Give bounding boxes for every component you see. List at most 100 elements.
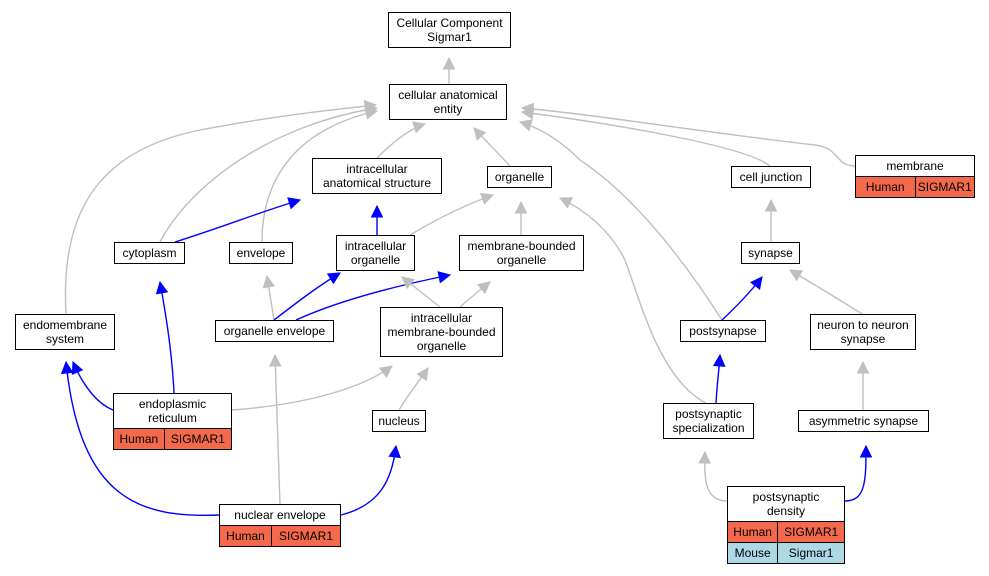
- arrowhead: [401, 276, 415, 290]
- node-label: organelle: [416, 339, 467, 353]
- edge-asym-to-n2n: [856, 360, 870, 410]
- node-label: envelope: [236, 246, 286, 260]
- arrowhead: [480, 192, 495, 205]
- arrowhead: [789, 269, 804, 282]
- node-endomembrane-system[interactable]: endomembrane system: [15, 314, 115, 350]
- node-label: organelle: [494, 170, 545, 184]
- annotation-row-human[interactable]: Human SIGMAR1: [726, 521, 845, 543]
- edge-cytoplasm-to-ias: [174, 197, 302, 243]
- edge-cae-to-root: [442, 56, 456, 84]
- node-neuron-to-neuron-synapse[interactable]: neuron to neuron synapse: [810, 314, 916, 350]
- edge-ps_spec-to-organelle: [558, 197, 707, 404]
- arrowhead: [477, 281, 491, 295]
- node-label: nuclear envelope: [234, 508, 326, 522]
- node-label: entity: [433, 102, 463, 116]
- arrowhead: [856, 360, 870, 374]
- node-organelle-envelope[interactable]: organelle envelope: [215, 320, 334, 342]
- node-endoplasmic-reticulum[interactable]: endoplasmic reticulum: [113, 393, 232, 429]
- node-label: anatomical structure: [322, 176, 432, 190]
- node-cellular-anatomical-entity[interactable]: cellular anatomical entity: [389, 84, 507, 120]
- arrowhead: [442, 56, 456, 70]
- arrowhead: [859, 444, 873, 458]
- node-intracellular-anatomical-structure[interactable]: intracellular anatomical structure: [312, 158, 442, 194]
- edge-membrane-to-cae: [520, 102, 856, 167]
- node-label: cell junction: [739, 170, 803, 184]
- gene-cell: SIGMAR1: [914, 176, 975, 198]
- edge-org_env-to-mbo: [295, 271, 452, 321]
- edge-er-to-imbo: [231, 365, 393, 411]
- node-label: specialization: [672, 421, 745, 435]
- node-postsynaptic-density[interactable]: postsynaptic density: [727, 486, 845, 522]
- node-label: density: [766, 504, 806, 518]
- edge-imbo-to-intra_org: [401, 276, 441, 308]
- node-label: postsynaptic: [752, 490, 820, 504]
- node-intracellular-membrane-bounded-organelle[interactable]: intracellular membrane-bounded organelle: [380, 307, 503, 357]
- node-label: endoplasmic: [138, 397, 207, 411]
- arrowhead: [412, 121, 427, 134]
- species-cell: Mouse: [726, 542, 779, 564]
- annotation-row-human[interactable]: Human SIGMAR1: [855, 176, 975, 198]
- gene-cell: SIGMAR1: [271, 525, 341, 547]
- arrowhead: [437, 271, 452, 284]
- edge-ps_spec-to-postsynapse: [712, 353, 726, 404]
- edge-organelle-to-cae: [473, 127, 511, 167]
- node-postsynapse[interactable]: postsynapse: [680, 320, 766, 342]
- arrowhead: [262, 274, 276, 289]
- node-label: postsynapse: [689, 324, 757, 338]
- annotation-row-human[interactable]: Human SIGMAR1: [113, 428, 233, 450]
- edge-nucleus-to-imbo: [398, 367, 429, 411]
- edge-n2n-to-synapse: [789, 269, 863, 315]
- arrowhead: [712, 353, 726, 367]
- edge-synapse-to-cell_junction: [764, 198, 778, 242]
- node-label: endomembrane: [22, 318, 108, 332]
- arrowhead: [388, 444, 401, 459]
- node-label: cytoplasm: [122, 246, 177, 260]
- node-label: nucleus: [378, 414, 420, 428]
- annotation-table-membrane: Human SIGMAR1: [855, 176, 975, 198]
- node-label: Sigmar1: [427, 30, 472, 44]
- annotation-row-human[interactable]: Human SIGMAR1: [218, 525, 341, 547]
- node-nucleus[interactable]: nucleus: [372, 410, 426, 432]
- gene-cell: SIGMAR1: [777, 521, 845, 543]
- arrowhead: [416, 367, 429, 382]
- edge-org_env-to-envelope: [262, 274, 276, 321]
- edge-psd-to-ps_spec: [698, 450, 728, 502]
- node-membrane-bounded-organelle[interactable]: membrane-bounded organelle: [459, 235, 584, 271]
- node-intracellular-organelle[interactable]: intracellular organelle: [336, 235, 415, 271]
- node-synapse[interactable]: synapse: [741, 242, 800, 264]
- edge-intra_org-to-organelle: [409, 192, 495, 236]
- node-label: neuron to neuron: [817, 318, 909, 332]
- node-postsynaptic-specialization[interactable]: postsynaptic specialization: [663, 403, 754, 439]
- node-label: reticulum: [148, 411, 197, 425]
- node-nuclear-envelope[interactable]: nuclear envelope: [219, 504, 341, 526]
- node-label: intracellular: [346, 162, 408, 176]
- node-organelle[interactable]: organelle: [487, 166, 552, 188]
- annotation-row-mouse[interactable]: Mouse Sigmar1: [726, 542, 845, 564]
- node-cellular-component-sigmar1[interactable]: Cellular Component Sigmar1: [388, 12, 511, 48]
- arrowhead: [71, 360, 84, 376]
- arrowhead: [379, 365, 393, 378]
- node-label: membrane-bounded: [387, 325, 496, 339]
- node-label: membrane: [886, 159, 944, 173]
- arrowhead: [155, 280, 169, 295]
- node-label: intracellular: [410, 311, 473, 325]
- node-membrane[interactable]: membrane: [855, 155, 975, 177]
- node-cell-junction[interactable]: cell junction: [731, 166, 811, 188]
- arrowhead: [518, 119, 533, 132]
- node-envelope[interactable]: envelope: [229, 242, 293, 264]
- species-cell: Human: [218, 525, 273, 547]
- node-label: postsynaptic: [675, 407, 742, 421]
- edge-nuc_env-to-endomembrane: [60, 360, 220, 516]
- gene-cell: Sigmar1: [777, 542, 845, 564]
- arrowhead: [749, 276, 763, 290]
- node-cytoplasm[interactable]: cytoplasm: [114, 242, 185, 264]
- edge-nuc_env-to-org_env: [269, 353, 282, 505]
- node-label: intracellular: [344, 239, 407, 253]
- node-label: organelle: [350, 253, 401, 267]
- annotation-table-postsynaptic-density: Human SIGMAR1 Mouse Sigmar1: [726, 521, 845, 564]
- edge-er-to-cytoplasm: [155, 280, 175, 394]
- annotation-table-endoplasmic-reticulum: Human SIGMAR1: [113, 428, 233, 450]
- node-asymmetric-synapse[interactable]: asymmetric synapse: [798, 410, 929, 432]
- arrowhead: [558, 197, 574, 209]
- node-label: organelle: [496, 253, 547, 267]
